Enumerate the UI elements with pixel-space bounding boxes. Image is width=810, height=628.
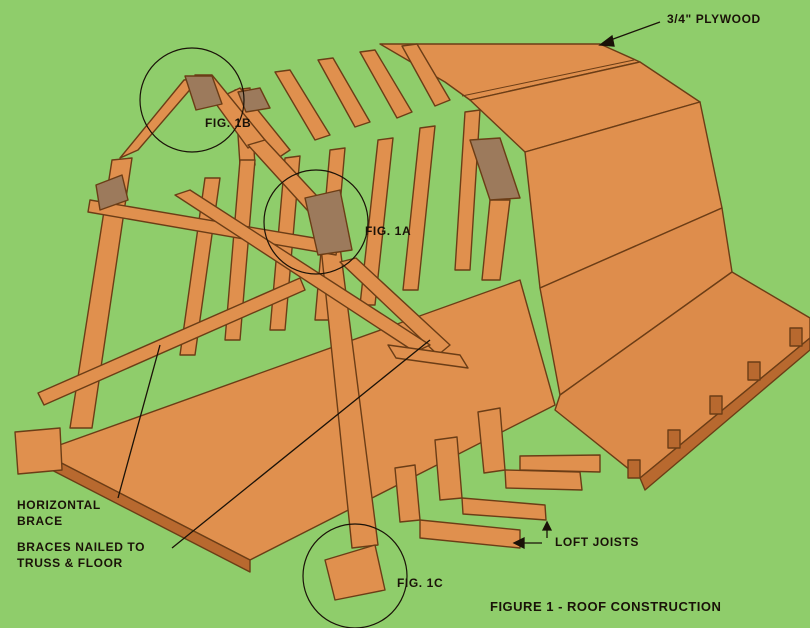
floor-cleat bbox=[387, 344, 469, 369]
callout-circle-1a bbox=[263, 169, 369, 275]
loft-joists bbox=[394, 407, 601, 549]
diagonal-brace bbox=[174, 189, 431, 353]
horizontal-brace-leader bbox=[117, 344, 161, 499]
braces-nailed-label-line-2: TRUSS & FLOOR bbox=[17, 556, 123, 570]
fig-1c-label: FIG. 1C bbox=[397, 576, 444, 590]
fig-1a-label: FIG. 1A bbox=[365, 224, 412, 238]
sheathing-supports bbox=[627, 327, 803, 479]
braces-nailed-label-line-1: BRACES NAILED TO bbox=[17, 540, 146, 554]
plywood-sheathing bbox=[379, 43, 810, 491]
callout-circle-1c bbox=[302, 523, 408, 628]
callout-circle-1b bbox=[139, 47, 245, 153]
plywood-leader bbox=[604, 21, 661, 43]
horizontal-brace-label-line-1: HORIZONTAL bbox=[17, 498, 101, 512]
horizontal-brace-board bbox=[37, 277, 306, 406]
sill-plates bbox=[14, 427, 386, 601]
loft-joists-label: LOFT JOISTS bbox=[555, 535, 639, 549]
plywood-label: 3/4" PLYWOOD bbox=[667, 12, 761, 26]
gusset-plates bbox=[95, 75, 521, 256]
braces-nailed-leader bbox=[171, 339, 431, 549]
loft-floor bbox=[39, 279, 556, 561]
figure-caption: FIGURE 1 - ROOF CONSTRUCTION bbox=[490, 599, 722, 614]
fig-1b-label: FIG. 1B bbox=[205, 116, 252, 130]
horizontal-brace-label-line-2: BRACE bbox=[17, 514, 63, 528]
